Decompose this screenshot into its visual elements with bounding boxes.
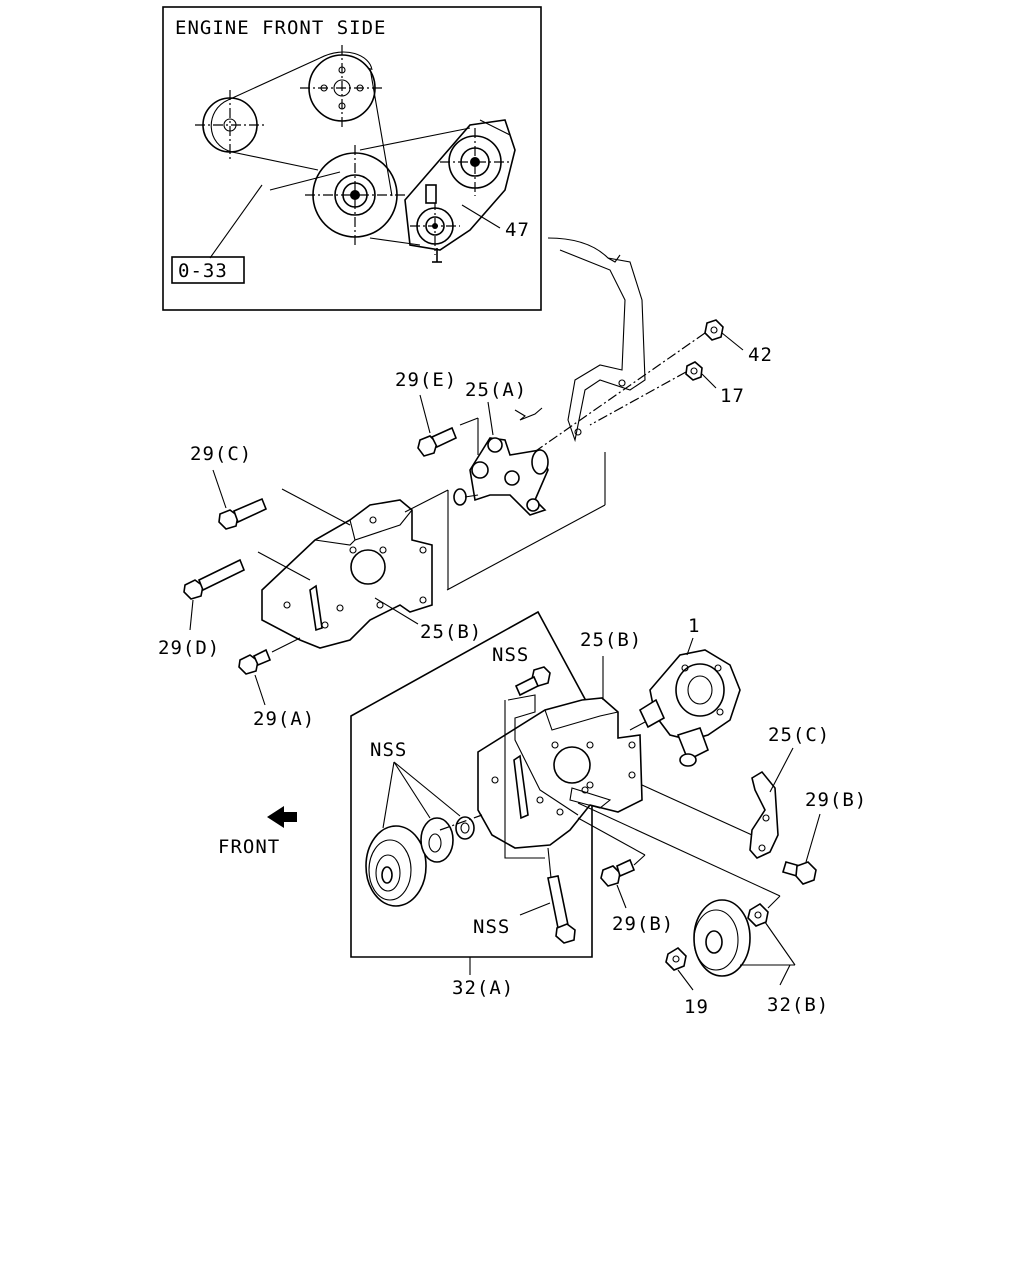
callout-19: 19 — [684, 996, 709, 1018]
callout-17: 17 — [720, 385, 745, 407]
callout-32b: 32(B) — [767, 994, 829, 1016]
bolt-29d-icon — [183, 558, 246, 600]
inset-title: ENGINE FRONT SIDE — [175, 17, 386, 39]
front-label: FRONT — [218, 836, 280, 858]
engine-front-side-inset: ENGINE FRONT SIDE — [162, 6, 542, 311]
callout-29d: 29(D) — [158, 637, 220, 659]
washer-nss-icon — [420, 817, 454, 863]
callout-nss-top: NSS — [492, 644, 529, 666]
callout-29b-center: 29(B) — [612, 913, 674, 935]
pulley-32b-icon — [693, 899, 751, 977]
callout-29a: 29(A) — [253, 708, 315, 730]
power-steering-pump-1 — [629, 649, 741, 767]
bolt-29e-icon — [417, 426, 458, 457]
spacer-nss-icon — [455, 816, 475, 840]
callout-25a: 25(A) — [465, 379, 527, 401]
crank-pulley-icon — [300, 45, 385, 130]
front-arrow-icon — [267, 806, 297, 828]
callout-32a: 32(A) — [452, 977, 514, 999]
bolt-29b-right-icon — [782, 861, 817, 885]
nut-17-icon — [685, 361, 703, 381]
bolt-nss-top-icon — [514, 666, 551, 697]
callout-1: 1 — [688, 615, 700, 637]
bolt-29a-icon — [238, 648, 272, 675]
tensioner-25a — [453, 437, 549, 516]
callout-25b-lower: 25(B) — [580, 629, 642, 651]
nut-19-icon — [665, 946, 687, 971]
callout-25c: 25(C) — [768, 724, 830, 746]
group-32a-outline — [350, 610, 593, 958]
pump-bracket-25b-lower — [477, 697, 643, 849]
bolt-29b-center-icon — [600, 858, 636, 887]
callout-nss-left: NSS — [370, 739, 407, 761]
ref-box-label: 0-33 — [178, 260, 228, 282]
callout-29b-right: 29(B) — [805, 789, 867, 811]
pulley-nss-icon — [365, 825, 427, 907]
idler-pulley-icon — [195, 90, 265, 160]
nut-42-icon — [704, 319, 724, 341]
pump-bracket-25b-upper — [261, 499, 433, 649]
engine-mount-bracket — [547, 237, 646, 443]
bolt-29c-icon — [218, 497, 268, 530]
main-pulley-icon — [305, 145, 405, 245]
callout-47: 47 — [505, 219, 530, 241]
callout-29c: 29(C) — [190, 443, 252, 465]
callout-42: 42 — [748, 344, 773, 366]
callout-nss-bottom: NSS — [473, 916, 510, 938]
tensioner-bracket-icon — [404, 119, 516, 263]
callout-25b-upper: 25(B) — [420, 621, 482, 643]
bracket-25c — [749, 770, 779, 859]
nut-32b-icon — [747, 902, 769, 927]
bolt-nss-bottom-icon — [547, 875, 576, 944]
callout-29e: 29(E) — [395, 369, 457, 391]
